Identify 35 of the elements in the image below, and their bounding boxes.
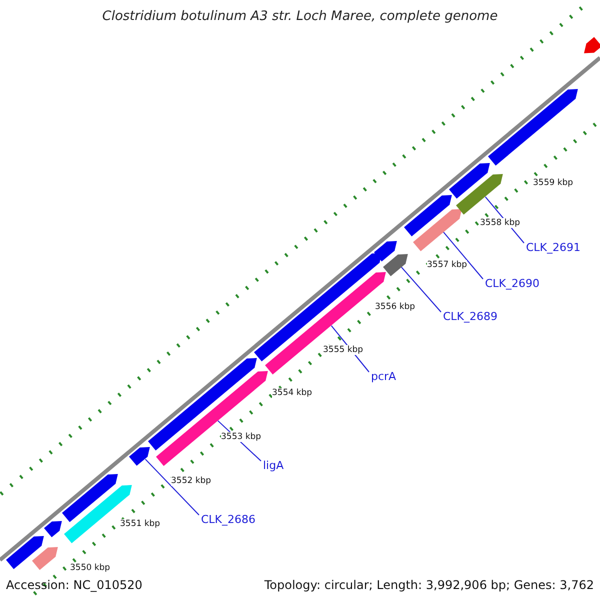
leader-line	[144, 458, 200, 516]
position-label: 3555 kbp	[323, 345, 364, 355]
position-label: 3554 kbp	[272, 388, 312, 398]
position-label: 3559 kbp	[533, 178, 574, 188]
position-label: 3556 kbp	[375, 302, 416, 312]
gene-feature	[404, 194, 452, 236]
position-label: 3552 kbp	[171, 476, 212, 486]
leader-line	[442, 231, 484, 280]
genome-title: Clostridium botulinum A3 str. Loch Maree, complete genome	[101, 9, 499, 24]
gene-label: CLK_2689	[443, 310, 498, 323]
gene-label: ligA	[263, 459, 284, 472]
gene-label: CLK_2690	[485, 277, 540, 290]
position-label: 3558 kbp	[480, 218, 520, 228]
leader-line	[400, 266, 442, 312]
gene-feature	[488, 89, 578, 166]
position-label: 3553 kbp	[221, 432, 262, 442]
position-label: 3557 kbp	[427, 260, 468, 270]
gene-label: CLK_2691	[526, 241, 581, 254]
gene-label: CLK_2686	[201, 513, 256, 526]
gene-feature	[413, 208, 462, 251]
gene-feature	[6, 536, 44, 570]
gene-feature	[456, 174, 503, 215]
gene-label: pcrA	[371, 370, 396, 383]
gene-feature	[129, 447, 150, 466]
position-label: 3551 kbp	[120, 519, 160, 529]
gene-feature	[584, 36, 600, 53]
gene-feature	[62, 474, 118, 522]
gene-feature	[32, 546, 58, 570]
gene-feature	[383, 254, 408, 276]
gene-feature	[449, 162, 490, 198]
genome-info-text: Topology: circular; Length: 3,992,906 bp; Genes: 3,762	[263, 578, 595, 592]
accession-text: Accession: NC_010520	[5, 578, 144, 592]
gene-feature	[44, 521, 62, 538]
gene-feature	[374, 240, 397, 262]
position-label: 3550 kbp	[70, 563, 110, 573]
